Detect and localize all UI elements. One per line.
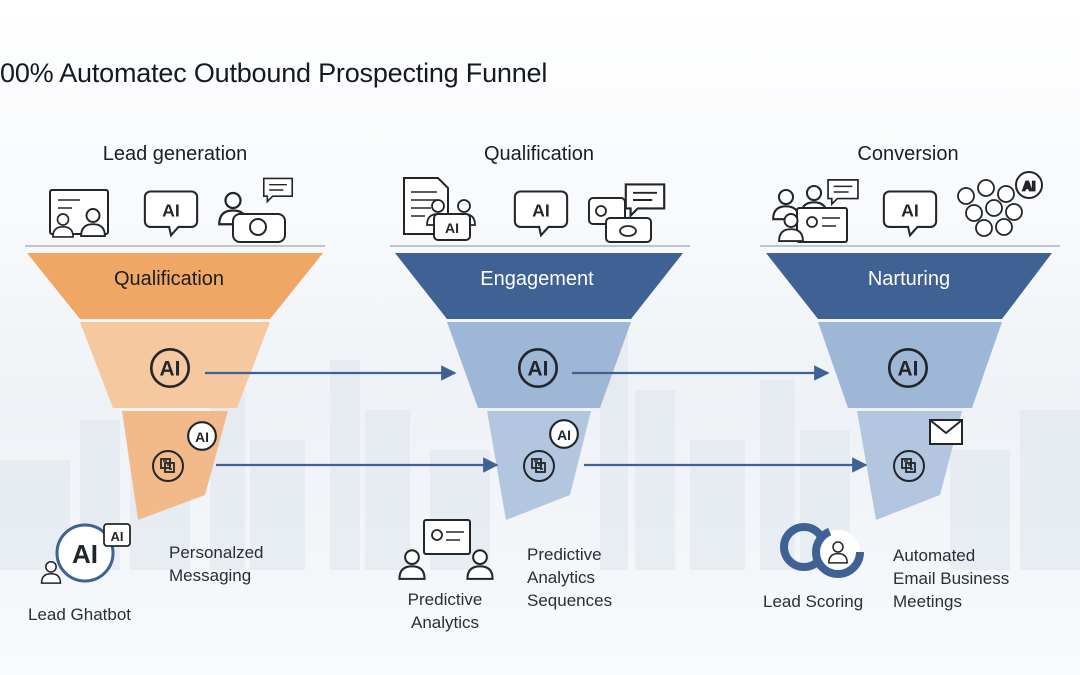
ai-chat-bubble-icon [513,190,569,237]
caption-predictive-analytics: Predictive Analytics [395,588,495,634]
page-title: 00% Automatec Outbound Prospecting Funne… [0,58,548,88]
caption-automated-email-business-meetings: Automated Email Business Meetings [893,544,1009,613]
svg-text:AI: AI [72,539,98,569]
lead-scoring-donut-icon [780,523,864,578]
svg-text:AI: AI [111,529,124,544]
caption-predictive-analytics-sequences: Predictive Analytics Sequences [527,543,612,612]
ai-chat-bubble-icon [882,190,938,237]
caption-line: Analytics [410,613,480,632]
stage-label-qualification: Qualification [113,268,225,290]
caption-personalized-messaging: Personalzed Messaging [169,541,264,587]
caption-line: Sequences [527,591,613,610]
funnel-stage-2-top [395,253,683,319]
caption-line: Email Business [893,569,1010,588]
column-heading-conversion: Conversion [857,143,959,165]
document-ai-badge: AI [445,220,459,236]
caption-lead-chatbot: Lead Ghatbot [28,605,132,624]
caption-line: Predictive [407,590,483,609]
ai-badge-icon [549,419,579,449]
ai-chat-bubble-icon [143,190,199,237]
support-agent-chat-icon [218,177,294,243]
caption-line: Automated [893,546,976,565]
envelope-icon [929,419,963,445]
document-people-icon: AI [403,177,476,241]
network-ai-icon [957,171,1043,237]
ai-chatbot-icon: AI AI [40,523,131,584]
predictive-analytics-people-icon [398,519,494,580]
caption-line: Personalzed [169,543,264,562]
stage-label-engagement: Engagement [480,268,594,290]
funnel-stage-1-top [27,253,323,319]
team-profile-chat-icon [772,179,859,243]
column-heading-qualification: Qualification [483,143,595,165]
stage-label-narturing: Narturing [867,268,951,290]
presentation-people-icon [49,189,109,239]
caption-line: Predictive [527,545,602,564]
caption-line: Messaging [169,566,252,585]
phone-chat-icon [588,183,666,243]
column-heading-lead-generation: Lead generation [102,143,248,165]
ai-badge-icon [187,421,217,451]
caption-line: Analytics [527,568,596,587]
caption-line: Meetings [893,592,962,611]
caption-lead-scoring: Lead Scoring [763,592,864,611]
funnel-stage-3-top [766,253,1052,319]
